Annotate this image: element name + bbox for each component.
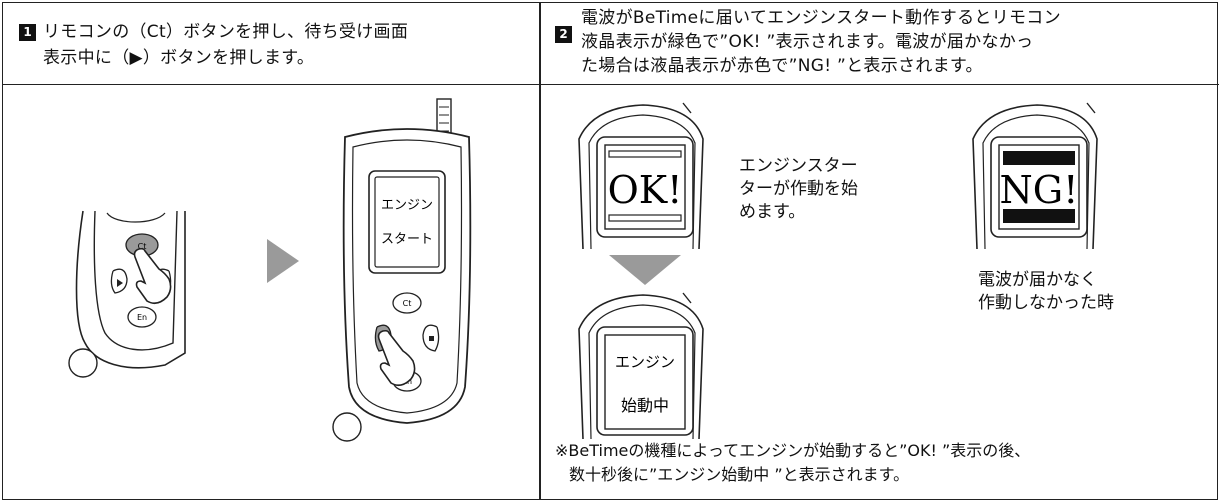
ng-caption-line2: 作動しなかった時 xyxy=(978,293,1114,313)
pressing-hand-icon xyxy=(377,329,416,387)
ok-caption-line3: めます。 xyxy=(739,202,806,222)
ct-button-label: Ct xyxy=(138,242,147,251)
starting-remote-figure: エンジン 始動中 xyxy=(578,292,704,439)
remote-ct-label: Ct xyxy=(403,299,412,308)
screen-ng-text: NG! xyxy=(1000,168,1079,212)
step1-text-line2: 表示中に（▶）ボタンを押します。 xyxy=(43,48,315,68)
step2-text-line3: た場合は液晶表示が赤色で”NG! ”と表示されます。 xyxy=(581,56,983,76)
en-button xyxy=(127,306,157,328)
screen-starting-line2: 始動中 xyxy=(621,396,669,415)
step1-header: 1 リモコンの（Ct）ボタンを押し、待ち受け画面 表示中に（▶）ボタンを押します… xyxy=(3,3,539,85)
ok-caption-line2: ターが作動を始 xyxy=(739,179,858,199)
step2-text-line2: 液晶表示が緑色で”OK! ”表示されます。電波が届かなかっ xyxy=(581,32,1034,52)
step2-header: 2 電波がBeTimeに届いてエンジンスタート動作するとリモコン 液晶表示が緑色… xyxy=(541,3,1219,85)
ng-remote-figure: NG! xyxy=(972,102,1098,249)
en-button-label: En xyxy=(137,313,147,322)
ng-caption-line1: 電波が届かなく xyxy=(978,270,1097,290)
step2-badge: 2 xyxy=(555,26,572,43)
remote-closeup-figure: Ct En xyxy=(68,210,186,378)
arrow-right-icon xyxy=(267,239,299,283)
play-icon xyxy=(117,279,123,287)
step1-badge: 1 xyxy=(19,24,36,41)
step2-text-line1: 電波がBeTimeに届いてエンジンスタート動作するとリモコン xyxy=(581,8,1061,28)
screen-standby-line1: エンジン xyxy=(381,198,433,213)
remote-full-figure: エンジン スタート Ct En xyxy=(332,98,472,442)
ok-caption-line1: エンジンスター xyxy=(739,156,858,176)
panel-divider xyxy=(539,3,541,499)
ok-remote-figure: OK! xyxy=(578,102,704,249)
footnote-line1: ※BeTimeの機種によってエンジンが始動すると”OK! ”表示の後、 xyxy=(555,441,1031,460)
step1-text-line1: リモコンの（Ct）ボタンを押し、待ち受け画面 xyxy=(43,22,409,42)
arrow-down-icon xyxy=(609,255,681,285)
screen-starting-line1: エンジン xyxy=(615,353,675,371)
screen-ok-text: OK! xyxy=(608,168,683,212)
screen-standby-line2: スタート xyxy=(381,232,433,247)
pointing-hand-icon xyxy=(133,247,172,305)
footnote-line2: 数十秒後に”エンジン始動中 ”と表示されます。 xyxy=(569,465,910,484)
